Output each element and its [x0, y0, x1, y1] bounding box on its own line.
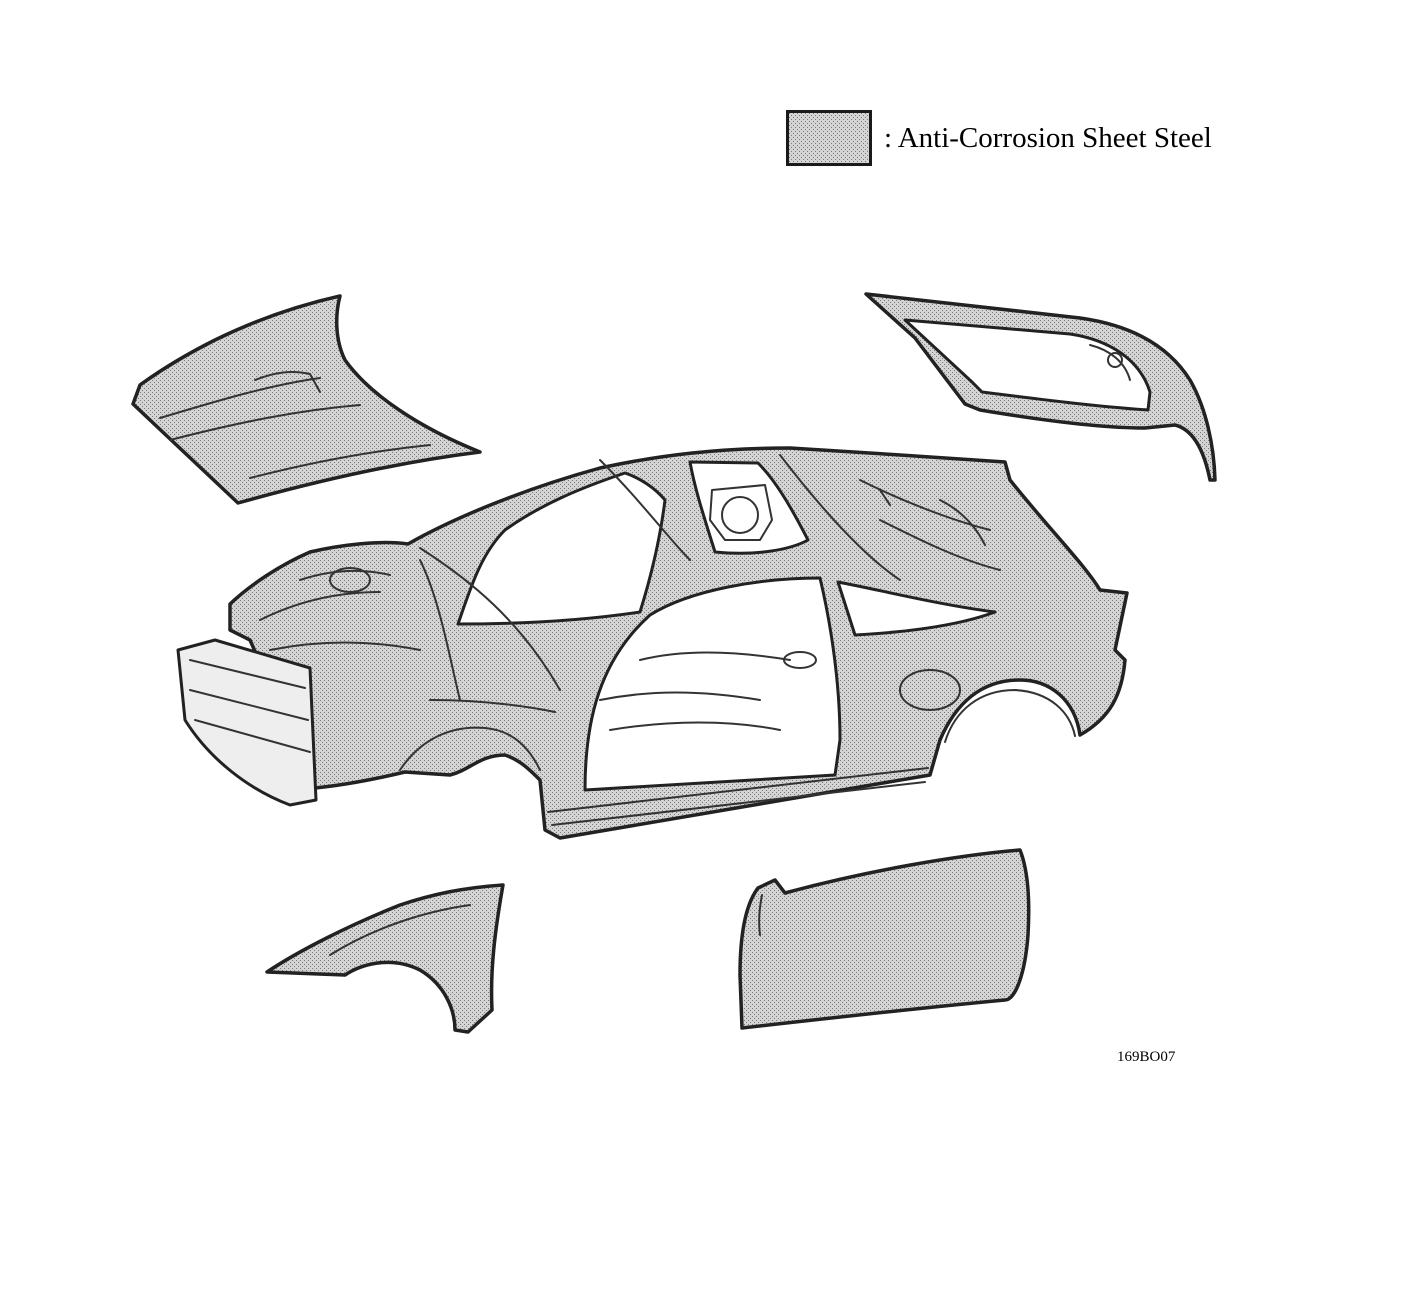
legend-label: : Anti-Corrosion Sheet Steel — [884, 121, 1212, 154]
legend: : Anti-Corrosion Sheet Steel — [786, 108, 1212, 168]
rear-quarter-panel — [864, 292, 1217, 482]
figure-code: 169BO07 — [1117, 1049, 1176, 1065]
hood-panel — [131, 294, 482, 505]
front-fender — [265, 883, 505, 1034]
legend-swatch — [786, 110, 872, 166]
body-shell — [176, 446, 1129, 840]
door-panel — [738, 848, 1031, 1030]
